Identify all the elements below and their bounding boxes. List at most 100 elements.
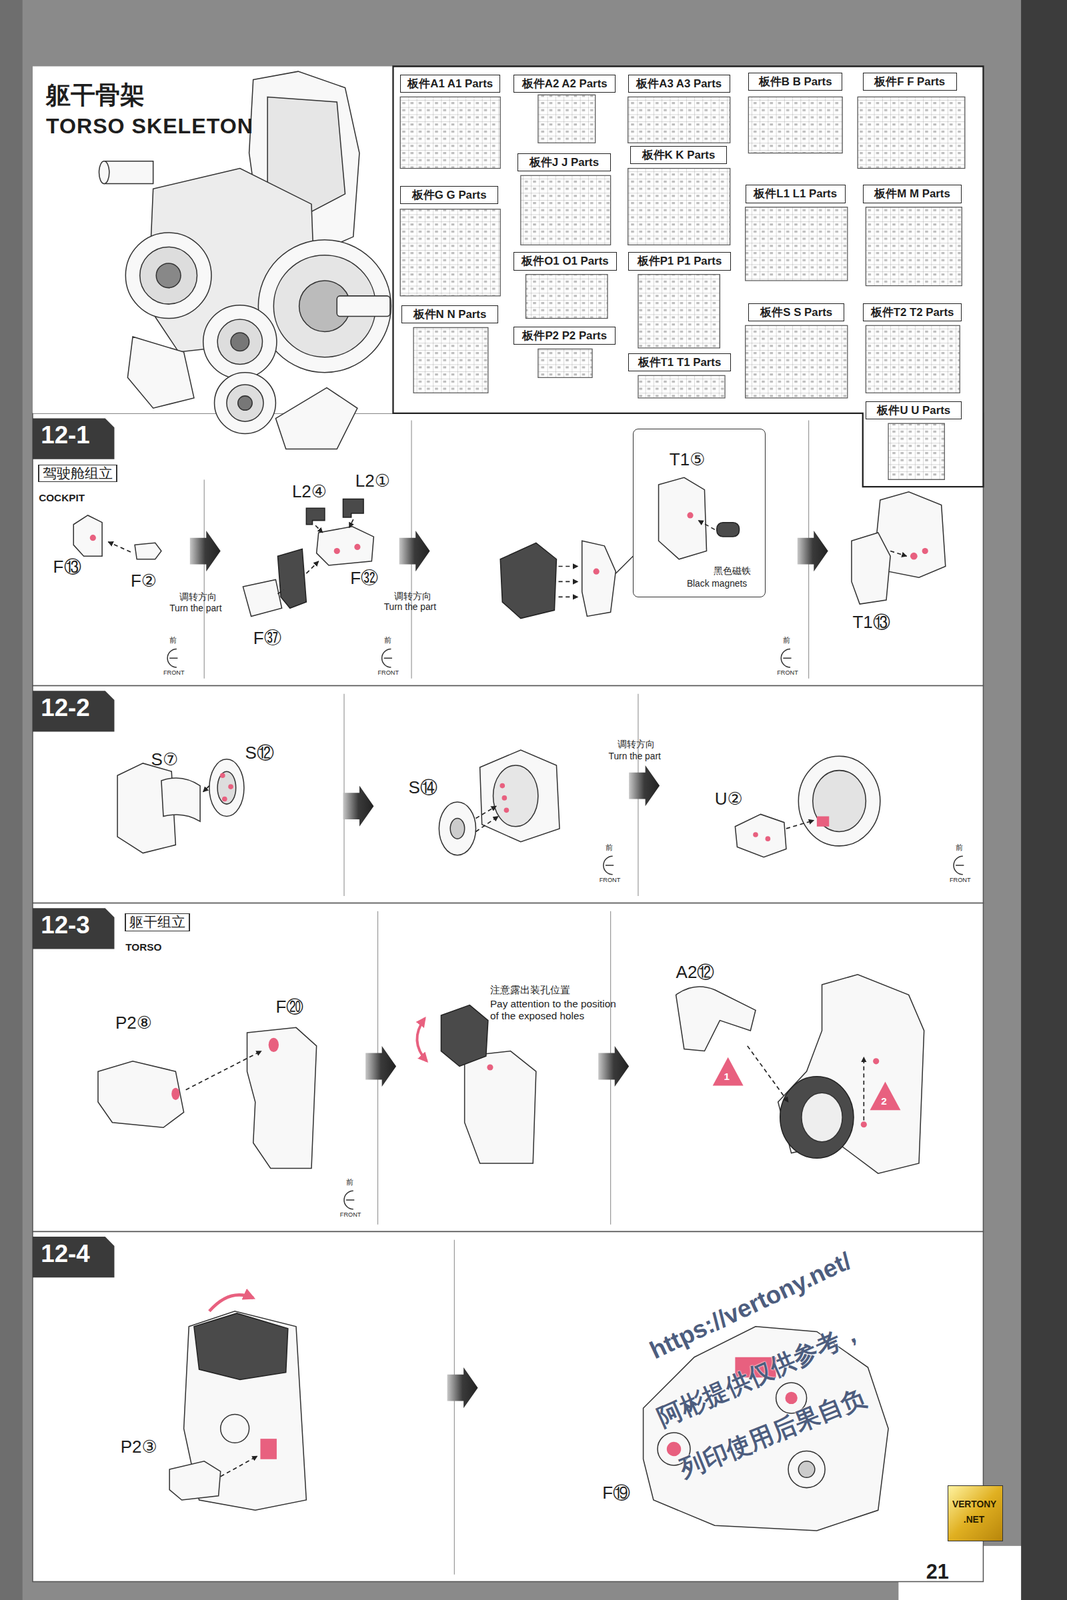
callout-label: FRONT: [599, 876, 621, 885]
part-drawing: [161, 778, 201, 822]
runner-label: 板件O1 O1 Parts: [513, 252, 617, 271]
callout-label: FRONT: [340, 1211, 362, 1220]
part-drawing: [464, 1051, 537, 1164]
detail-box: T1⑤黑色磁铁Black magnets: [632, 428, 766, 598]
section-heading: 驾驶舱组立COCKPIT: [38, 464, 141, 511]
step-number: 12-1: [40, 421, 91, 450]
callout-label: 前: [346, 1178, 354, 1187]
callout-label: L2①: [355, 471, 391, 492]
step-panel-ground: [32, 903, 983, 1233]
runner-thumbnail: [638, 274, 720, 349]
step-divider: [204, 479, 205, 679]
torso-illustration: [156, 263, 181, 289]
runner-thumbnail: [865, 325, 960, 393]
part-drawing: [558, 596, 579, 599]
step-arrow: [365, 1046, 397, 1088]
part-drawing: [658, 477, 707, 559]
step-arrow: [190, 530, 829, 1409]
part-drawing: [502, 795, 508, 801]
callout-label: 前: [782, 636, 791, 645]
runner-label: 板件N N Parts: [401, 305, 499, 325]
callout-label: 前: [169, 636, 177, 645]
runner-thumbnail: [538, 94, 596, 143]
part-drawing: [203, 786, 210, 793]
part-drawing: [747, 1046, 789, 1103]
callout-label: P2③: [120, 1437, 158, 1458]
part-drawing: [500, 542, 557, 619]
callout-label: 前: [605, 843, 613, 852]
step-number: 12-2: [40, 694, 91, 723]
part-drawing: [788, 1451, 825, 1489]
runner-label: 板件J J Parts: [517, 153, 611, 173]
part-drawing: [277, 590, 284, 595]
step-panel-ground: [32, 413, 983, 1583]
step-panel: 12-3躯干组立TORSO: [32, 903, 983, 1233]
subtitle: TORSO SKELETON: [46, 114, 254, 139]
runner-name: 板件P1 P1 Parts: [637, 252, 723, 271]
callout-label: F㉜: [350, 568, 379, 589]
torso-illustration: [238, 396, 253, 411]
part-drawing: [504, 807, 510, 813]
runner-label: 板件M M Parts: [862, 184, 963, 204]
step-divider: [454, 1240, 455, 1576]
runner-thumbnail: [745, 325, 848, 399]
step-arrow: [797, 530, 829, 572]
page-number: 21: [926, 1560, 949, 1584]
part-drawing: [316, 526, 375, 566]
part-drawing: [765, 836, 771, 842]
callout-label: U②: [714, 789, 743, 810]
runner-name: 板件F F Parts: [874, 73, 945, 91]
torso-illustration: [140, 246, 198, 305]
callout-label: 1: [724, 1071, 731, 1084]
part-drawing: [260, 1439, 277, 1460]
node-text: COCKPIT: [38, 492, 85, 505]
front-icon: [955, 864, 964, 867]
part-drawing: [209, 759, 245, 817]
callout-label: FRONT: [949, 876, 971, 885]
runner-label: 板件G G Parts: [400, 186, 499, 205]
part-drawing: [186, 1051, 262, 1091]
step-panel-ground: [32, 686, 983, 904]
part-drawing: [582, 540, 617, 617]
runner-label: 板件A1 A1 Parts: [400, 74, 501, 94]
runner-label: 板件F F Parts: [862, 72, 957, 92]
runner-thumbnail: [400, 209, 501, 297]
page-title: 躯干骨架: [46, 81, 145, 110]
part-drawing: [134, 542, 162, 559]
runner-thumbnail: [526, 274, 608, 319]
runner-label: 板件K K Parts: [630, 146, 727, 165]
runner-thumbnail: [413, 327, 489, 393]
part-drawing: [268, 1038, 279, 1053]
node-text: 黑色磁铁: [713, 566, 751, 577]
part-drawing: [334, 548, 341, 555]
part-drawing: [798, 1461, 815, 1478]
torso-illustration: [104, 161, 153, 185]
step-arrow: [447, 1367, 479, 1409]
part-drawing: [416, 1018, 427, 1062]
front-icon: [167, 648, 964, 1210]
runner-label: 板件A2 A2 Parts: [513, 74, 616, 94]
part-drawing: [209, 1295, 254, 1312]
part-drawing: [712, 1057, 744, 1087]
part-drawing: [812, 770, 867, 833]
part-drawing: [222, 796, 228, 803]
part-drawing: [90, 534, 97, 541]
part-drawing: [217, 771, 237, 805]
torso-illustration: [99, 161, 110, 185]
part-drawing: [872, 1058, 879, 1065]
runner-thumbnail: [638, 375, 725, 399]
step-arrow: [190, 530, 221, 572]
runner-label: 板件T1 T1 Parts: [628, 353, 732, 373]
part-drawing: [499, 783, 505, 789]
runner-thumbnail: [538, 348, 593, 378]
runner-name: 板件P2 P2 Parts: [522, 327, 607, 345]
part-drawing: [666, 1442, 681, 1457]
part-drawing: [73, 515, 103, 557]
callout-label: F⑬: [53, 557, 82, 578]
part-drawing: [108, 542, 131, 553]
runner-name: 板件O1 O1 Parts: [521, 252, 609, 271]
node-text: TORSO: [125, 941, 162, 954]
part-drawing: [860, 1121, 867, 1128]
